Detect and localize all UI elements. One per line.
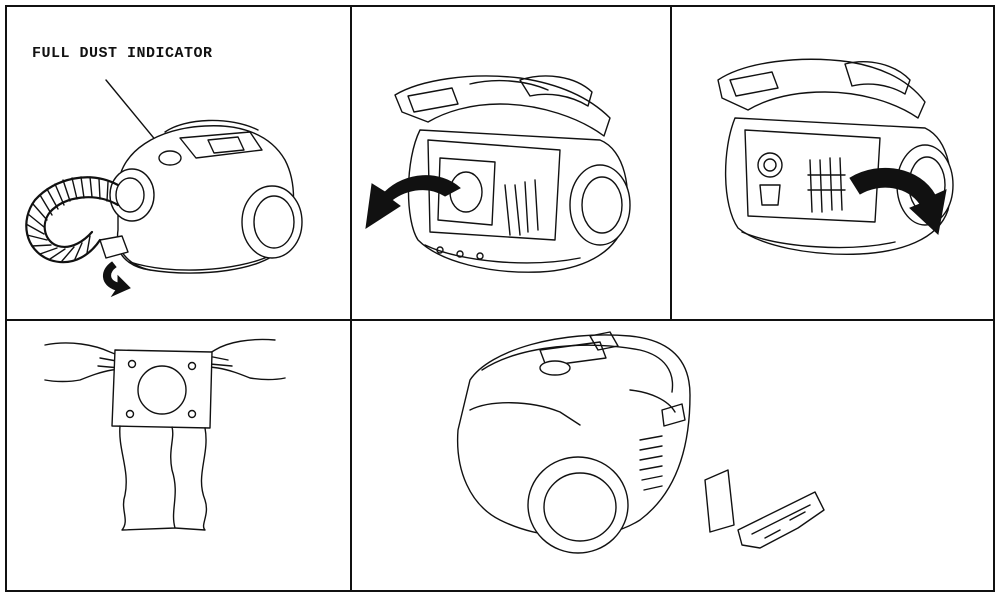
open-lid-3 [717, 58, 926, 119]
flexible-hose [25, 176, 120, 264]
vacuum-body-tilted [456, 334, 691, 538]
rotate-arrow-icon [103, 261, 131, 298]
rear-wheel [241, 185, 303, 259]
front-wheel [527, 456, 629, 554]
right-hand [201, 338, 286, 381]
exhaust-filter [704, 469, 735, 533]
panel-4-new-dust-bag [44, 338, 286, 531]
panel-5-filter-removal [456, 331, 825, 554]
remove-arrow-icon [849, 167, 947, 235]
left-hand [44, 342, 131, 383]
indicator-leader-line [105, 79, 163, 149]
dust-bag [437, 157, 496, 226]
panel-3-bag-removed [717, 58, 954, 255]
hose-connector [99, 235, 129, 259]
panel-1-vacuum-with-hose: FULL DUST INDICATOR [25, 45, 303, 298]
indicator-5 [539, 360, 571, 376]
pull-bag-arrow-icon [365, 175, 461, 230]
full-dust-indicator-label: FULL DUST INDICATOR [32, 45, 213, 62]
bag-cardboard-plate [111, 349, 213, 429]
open-lid [394, 75, 611, 137]
panel-grid [5, 5, 995, 592]
rear-wheel-2 [569, 164, 631, 246]
outer-frame [5, 5, 995, 592]
panel-2-open-lid-bag [365, 75, 631, 273]
paper-bag [119, 425, 176, 531]
full-dust-indicator [158, 150, 182, 166]
bag-holder-knob [757, 152, 783, 178]
